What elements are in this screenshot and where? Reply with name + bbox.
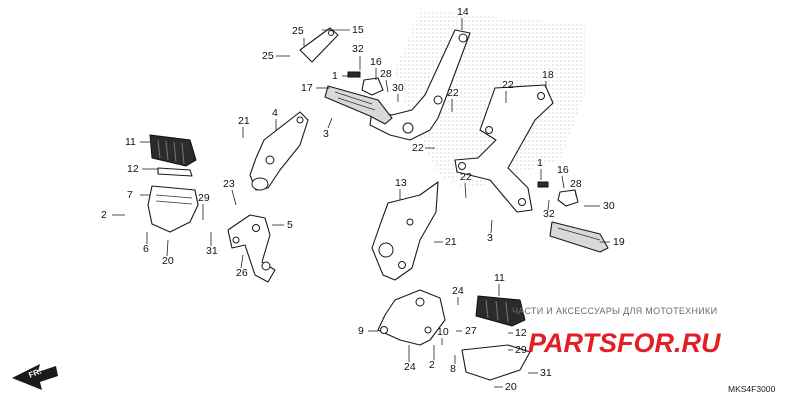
callout-label: 32 <box>543 208 555 220</box>
bracket-5 <box>227 214 276 283</box>
callout-leader <box>385 79 389 93</box>
heel-guard-4 <box>249 111 309 191</box>
callout-label: 10 <box>437 326 449 338</box>
callout-label: 14 <box>457 6 469 18</box>
callout-label: 3 <box>487 232 493 244</box>
callout-label: 26 <box>236 267 248 279</box>
callout-leader <box>547 199 550 211</box>
callout-label: 31 <box>206 245 218 257</box>
callout-label: 8 <box>450 363 456 375</box>
callout-label: 30 <box>603 200 615 212</box>
watermark-tagline: ЧАСТИ И АКСЕССУАРЫ ДЛЯ МОТОТЕХНИКИ <box>512 306 717 316</box>
callout-label: 4 <box>272 107 278 119</box>
callout-label: 28 <box>380 68 392 80</box>
callout-leader <box>327 117 333 129</box>
diagram-code: MKS4F3000 <box>728 384 776 394</box>
callout-leader <box>231 189 237 206</box>
callout-label: 7 <box>127 189 133 201</box>
callout-label: 11 <box>125 136 136 148</box>
front-direction-arrow: FR. <box>12 364 58 390</box>
callout-label: 13 <box>395 177 407 189</box>
callout-label: 25 <box>262 50 274 62</box>
callout-label: 29 <box>515 344 527 356</box>
callout-leader <box>240 254 244 269</box>
callout-leaders <box>112 18 610 388</box>
footpeg-rubber-11 <box>149 134 197 167</box>
callout-label: 19 <box>613 236 625 248</box>
callout-label: 17 <box>301 82 313 94</box>
callout-label: 28 <box>570 178 582 190</box>
footpeg-rubber-11-lower <box>475 295 526 327</box>
callout-label: 6 <box>143 243 149 255</box>
step-holder-14 <box>369 29 471 141</box>
callout-label: 23 <box>223 178 235 190</box>
callout-label: 16 <box>557 164 569 176</box>
callout-label: 1 <box>332 70 338 82</box>
callout-label: 21 <box>445 236 457 248</box>
callout-label: 11 <box>494 272 505 284</box>
callout-label: 5 <box>287 219 293 231</box>
bracket-15 <box>299 27 339 63</box>
callout-label: 16 <box>370 56 382 68</box>
callout-label: 12 <box>515 327 527 339</box>
callout-label: 3 <box>323 128 329 140</box>
callout-label: 25 <box>292 25 304 37</box>
callout-leader <box>574 189 577 197</box>
callout-leader <box>561 175 565 189</box>
callout-label: 32 <box>352 43 364 55</box>
footpeg-17 <box>324 85 393 125</box>
callout-leader <box>464 182 467 199</box>
watermark-brand: PARTSFOR.RU <box>528 328 722 358</box>
footpeg-19 <box>549 221 609 253</box>
pivot-bracket-16 <box>361 77 384 96</box>
callout-label: 18 <box>542 69 554 81</box>
callout-label: 20 <box>162 255 174 267</box>
callout-label: 31 <box>540 367 552 379</box>
callout-label: 2 <box>429 359 435 371</box>
fr-label: FR. <box>27 367 42 380</box>
callout-label: 22 <box>447 87 459 99</box>
bracket-9 <box>377 289 446 346</box>
step-holder-13 <box>371 181 439 281</box>
callout-label: 24 <box>404 361 416 373</box>
callout-label: 29 <box>198 192 210 204</box>
callout-label: 12 <box>127 163 139 175</box>
callout-label: 30 <box>392 82 404 94</box>
footpeg-7 <box>147 185 199 233</box>
callout-label: 27 <box>465 325 477 337</box>
rear-bracket-18 <box>454 84 554 213</box>
frame-stipple-area <box>395 10 585 190</box>
footpeg-base-lower <box>461 344 531 381</box>
pivot-bracket-16-lower <box>557 189 579 207</box>
callout-label: 9 <box>358 325 364 337</box>
spring-1-lower <box>537 181 549 188</box>
callout-label: 21 <box>238 115 250 127</box>
callout-label: 22 <box>502 79 514 91</box>
callout-label: 15 <box>352 24 364 36</box>
callout-leader <box>490 219 493 234</box>
plate-12 <box>157 167 193 177</box>
callout-leader <box>166 239 169 257</box>
callout-label: 2 <box>101 209 107 221</box>
callout-label: 24 <box>452 285 464 297</box>
callout-label: 22 <box>412 142 424 154</box>
callout-label: 22 <box>460 171 472 183</box>
callout-label: 1 <box>537 157 543 169</box>
callout-label: 20 <box>505 381 517 393</box>
spring-1 <box>347 71 361 78</box>
